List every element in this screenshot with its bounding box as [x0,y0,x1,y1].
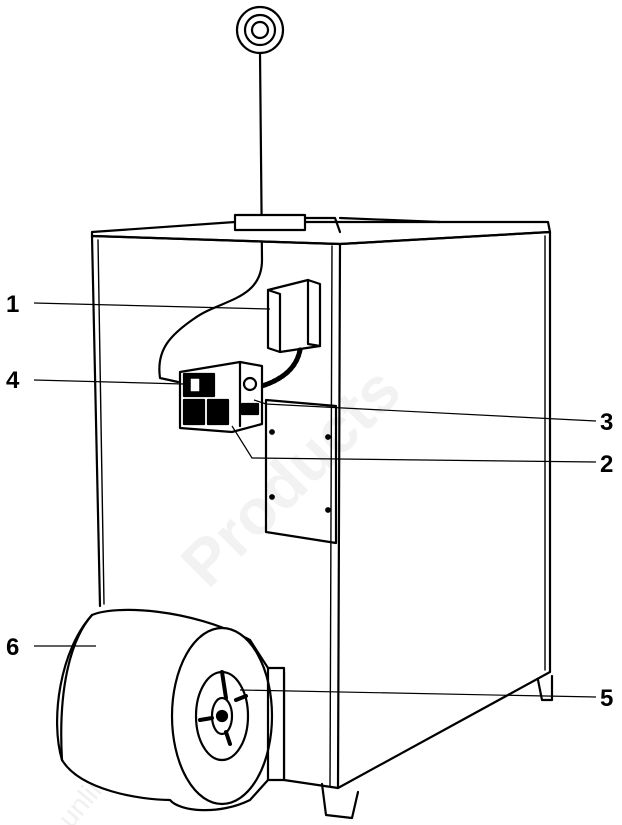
callout-5: 5 [600,685,613,712]
callout-1: 1 [6,291,19,318]
callout-6: 6 [6,634,19,661]
sensor-cable [158,51,264,384]
leader-4 [33,379,185,385]
leg-front [320,782,360,820]
conduit [259,347,303,389]
cabinet-left-edge [90,234,102,608]
cabinet-right-face [336,230,552,790]
remote-sensor [235,5,285,55]
leader-3 [253,399,597,422]
blower-fan [194,670,250,762]
callout-2: 2 [600,451,613,478]
leader-1 [33,302,271,310]
callout-3: 3 [600,409,613,436]
blower-housing [56,608,286,812]
leader-5 [239,689,597,698]
leader-2 [231,425,597,463]
leader-lines [33,302,597,698]
access-panel [264,398,338,545]
control-box [266,278,322,354]
switch-block [178,360,264,434]
cabinet-top [90,213,552,246]
leg-right [536,674,554,702]
callout-4: 4 [6,367,20,394]
